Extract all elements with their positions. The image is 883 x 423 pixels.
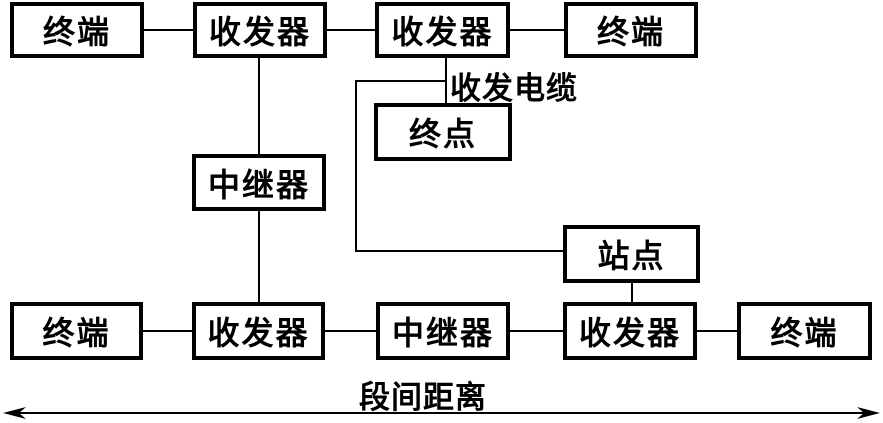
node-transceiver-top-right: 收发器 — [375, 2, 510, 58]
node-terminal-bottom-right: 终端 — [737, 302, 872, 360]
node-terminal-top-left: 终端 — [10, 2, 144, 58]
connector-line-transceiver-to-repeater — [258, 58, 260, 154]
connector-line-cable-branch — [356, 80, 447, 82]
connector-line-bottom-3 — [510, 330, 563, 332]
node-terminal-bottom-left: 终端 — [10, 302, 143, 360]
connector-line-top-3 — [510, 29, 564, 31]
connector-line-station-to-transceiver — [631, 283, 633, 302]
node-terminal-top-right: 终端 — [564, 2, 698, 58]
connector-line-top-1 — [144, 29, 193, 31]
node-transceiver-bottom-left: 收发器 — [192, 302, 325, 360]
node-transceiver-top-left: 收发器 — [193, 2, 327, 58]
connector-line-bottom-2 — [325, 330, 376, 332]
node-repeater-middle: 中继器 — [192, 154, 326, 211]
cable-label: 收发电缆 — [450, 71, 578, 106]
connector-line-repeater-to-transceiver — [258, 211, 260, 302]
connector-line-cable-drop — [355, 80, 357, 252]
distance-arrow — [3, 407, 880, 419]
connector-line-top-2 — [327, 29, 375, 31]
distance-label: 段间距离 — [359, 380, 487, 415]
node-terminator: 终点 — [374, 103, 512, 161]
connector-line-bottom-4 — [697, 330, 737, 332]
node-transceiver-bottom-right: 收发器 — [563, 302, 697, 360]
node-station: 站点 — [563, 225, 700, 283]
connector-line-to-station — [356, 250, 563, 252]
node-repeater-bottom: 中继器 — [376, 302, 510, 360]
connector-line-bottom-1 — [143, 330, 192, 332]
